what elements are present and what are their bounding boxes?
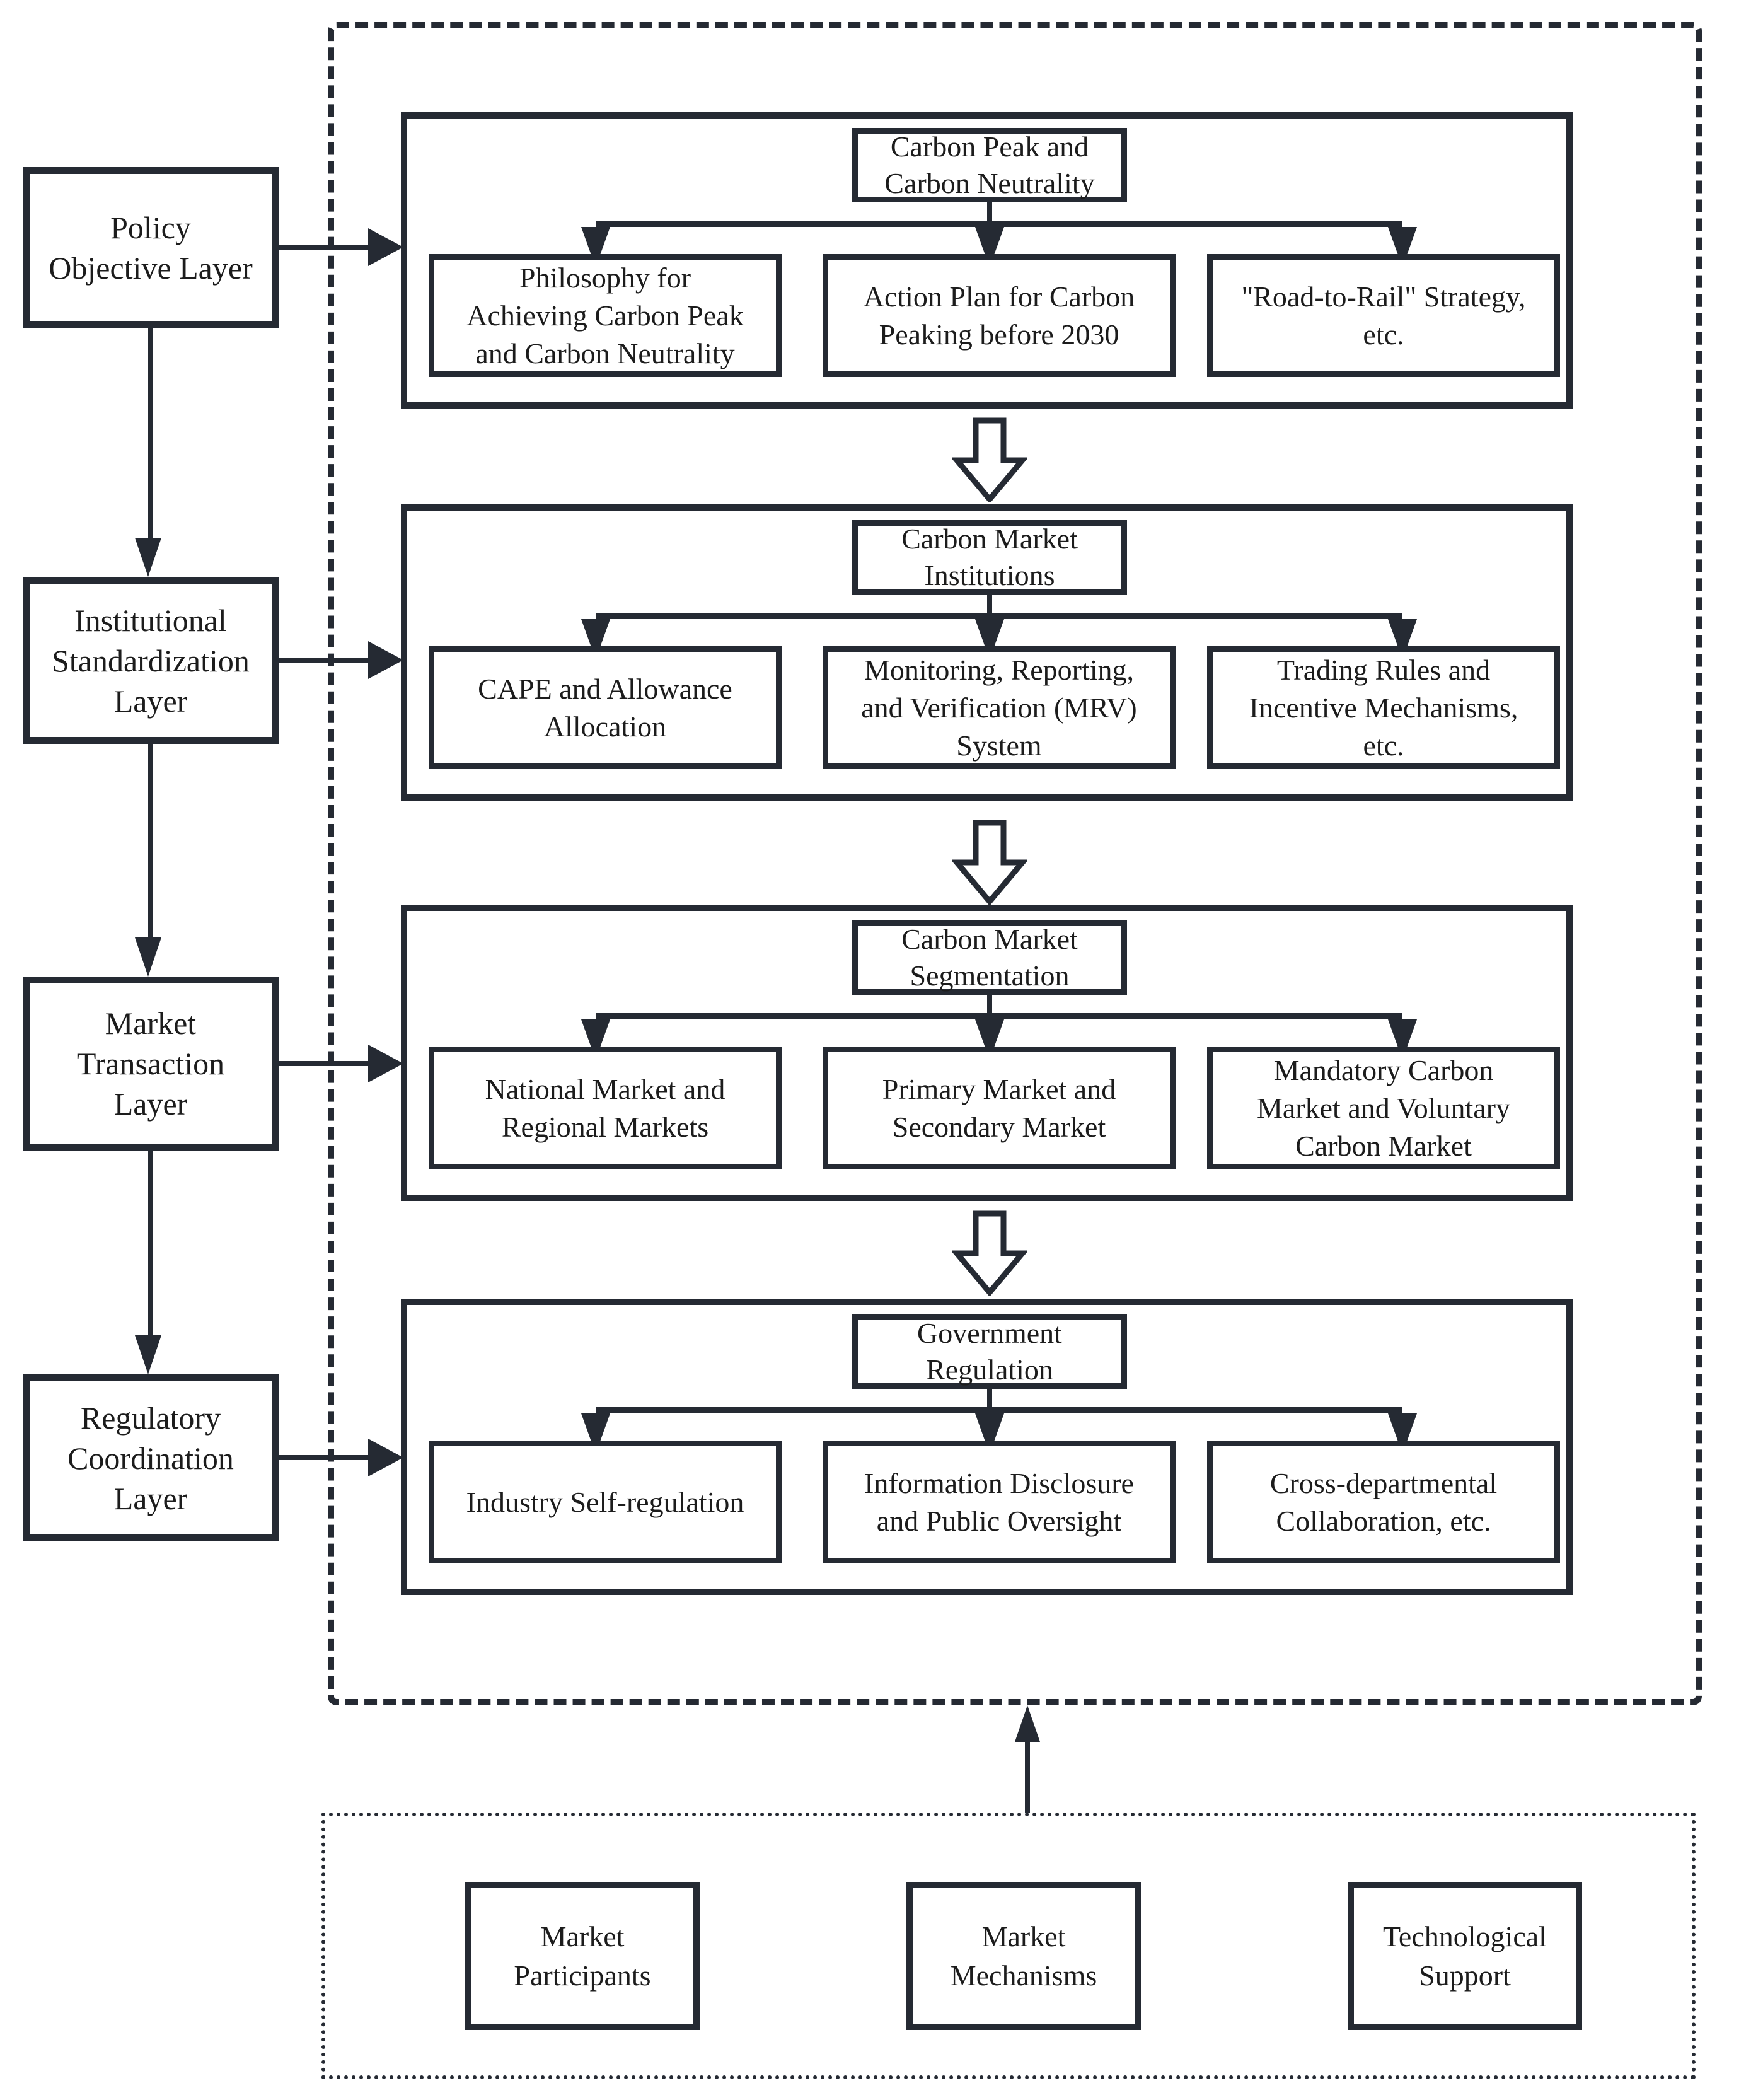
support-box-market-participants: Market Participants: [465, 1882, 700, 2030]
section3-child1-label: National Market and Regional Markets: [485, 1072, 725, 1143]
connector-policy-to-section1: [279, 245, 368, 250]
connector-regulatory-to-section4: [279, 1455, 368, 1460]
section2-header-stub: [987, 595, 992, 613]
section2-header-box: Carbon Market Institutions: [852, 520, 1127, 595]
section4-child2-label: Information Disclosure and Public Oversi…: [864, 1466, 1134, 1537]
section2-child2-label: Monitoring, Reporting, and Verification …: [861, 653, 1137, 762]
section3-branch-bar: [596, 1013, 1402, 1019]
support-box-technological-support: Technological Support: [1348, 1882, 1582, 2030]
arrowhead-down-to-institutional: [135, 538, 161, 577]
section2-child-trading-rules: Trading Rules and Incentive Mechanisms, …: [1207, 646, 1560, 769]
section3-child2-label: Primary Market and Secondary Market: [882, 1072, 1116, 1143]
section1-header-stub: [987, 202, 992, 221]
section4-child-industry-self-regulation: Industry Self-regulation: [429, 1441, 782, 1563]
section3-child-primary-secondary: Primary Market and Secondary Market: [823, 1047, 1176, 1169]
section3-child3-label: Mandatory Carbon Market and Voluntary Ca…: [1256, 1053, 1510, 1162]
section-policy-objective: Carbon Peak and Carbon Neutrality Philos…: [401, 112, 1573, 409]
section3-child-mandatory-voluntary: Mandatory Carbon Market and Voluntary Ca…: [1207, 1047, 1560, 1169]
section4-child-information-disclosure: Information Disclosure and Public Oversi…: [823, 1441, 1176, 1563]
connector-policy-to-institutional: [148, 328, 153, 538]
section3-child-national-regional: National Market and Regional Markets: [429, 1047, 782, 1169]
section2-child1-label: CAPE and Allowance Allocation: [478, 672, 732, 743]
arrowhead-right-section1: [368, 228, 403, 266]
support-box-market-mechanisms: Market Mechanisms: [906, 1882, 1141, 2030]
block-arrow-down-3: [952, 1210, 1027, 1296]
section-market-transaction: Carbon Market Segmentation National Mark…: [401, 905, 1573, 1201]
section1-child-road-to-rail: "Road-to-Rail" Strategy, etc.: [1207, 254, 1560, 377]
section2-branch-bar: [596, 613, 1402, 619]
block-arrow-down-1: [952, 417, 1027, 502]
section1-child-philosophy: Philosophy for Achieving Carbon Peak and…: [429, 254, 782, 377]
section1-child-action-plan: Action Plan for Carbon Peaking before 20…: [823, 254, 1176, 377]
layer-box-regulatory-coordination: Regulatory Coordination Layer: [23, 1374, 279, 1541]
connector-support-to-core: [1025, 1742, 1030, 1813]
arrowhead-right-section4: [368, 1439, 403, 1476]
block-arrow-down-2: [952, 820, 1027, 905]
connector-market-to-section3: [279, 1061, 368, 1066]
layer-box-market-transaction: Market Transaction Layer: [23, 977, 279, 1151]
section2-child-cape-allocation: CAPE and Allowance Allocation: [429, 646, 782, 769]
support-elements-dotted-boundary: [321, 1813, 1696, 2079]
section4-header-stub: [987, 1389, 992, 1407]
support-label-technological-support: Technological Support: [1383, 1920, 1547, 1992]
section4-child1-label: Industry Self-regulation: [466, 1485, 744, 1518]
section3-header-stub: [987, 995, 992, 1013]
arrowhead-up-support-to-core: [1015, 1705, 1040, 1742]
layer-label-regulatory-coordination: Regulatory Coordination Layer: [67, 1400, 234, 1516]
section4-child-cross-departmental: Cross-departmental Collaboration, etc.: [1207, 1441, 1560, 1563]
section4-header-label: Government Regulation: [917, 1317, 1062, 1386]
layer-label-policy-objective: Policy Objective Layer: [49, 209, 253, 286]
support-label-market-mechanisms: Market Mechanisms: [950, 1920, 1097, 1992]
section4-child3-label: Cross-departmental Collaboration, etc.: [1269, 1466, 1498, 1537]
section1-child3-label: "Road-to-Rail" Strategy, etc.: [1241, 280, 1526, 351]
section2-child-mrv-system: Monitoring, Reporting, and Verification …: [823, 646, 1176, 769]
connector-market-to-regulatory: [148, 1151, 153, 1335]
section2-header-label: Carbon Market Institutions: [901, 523, 1078, 591]
connector-institutional-to-market: [148, 744, 153, 937]
section4-branch-bar: [596, 1407, 1402, 1413]
section1-child1-label: Philosophy for Achieving Carbon Peak and…: [466, 261, 744, 369]
layer-box-institutional-standardization: Institutional Standardization Layer: [23, 577, 279, 744]
arrowhead-down-to-market: [135, 937, 161, 977]
section3-header-box: Carbon Market Segmentation: [852, 920, 1127, 995]
layer-box-policy-objective: Policy Objective Layer: [23, 167, 279, 328]
arrowhead-down-to-regulatory: [135, 1335, 161, 1374]
section-regulatory-coordination: Government Regulation Industry Self-regu…: [401, 1299, 1573, 1595]
section4-header-box: Government Regulation: [852, 1314, 1127, 1389]
layer-label-institutional-standardization: Institutional Standardization Layer: [52, 602, 250, 719]
section1-header-box: Carbon Peak and Carbon Neutrality: [852, 128, 1127, 202]
section2-child3-label: Trading Rules and Incentive Mechanisms, …: [1249, 653, 1518, 762]
arrowhead-right-section2: [368, 641, 403, 679]
section1-child2-label: Action Plan for Carbon Peaking before 20…: [863, 280, 1135, 351]
section-institutional-standardization: Carbon Market Institutions CAPE and Allo…: [401, 504, 1573, 801]
arrowhead-right-section3: [368, 1045, 403, 1082]
core-system-dashed-boundary: [328, 22, 1702, 1705]
section1-header-label: Carbon Peak and Carbon Neutrality: [884, 131, 1095, 199]
section3-header-label: Carbon Market Segmentation: [901, 923, 1078, 992]
section1-branch-bar: [596, 221, 1402, 227]
connector-institutional-to-section2: [279, 658, 368, 663]
layer-label-market-transaction: Market Transaction Layer: [76, 1006, 225, 1122]
support-label-market-participants: Market Participants: [514, 1920, 651, 1992]
